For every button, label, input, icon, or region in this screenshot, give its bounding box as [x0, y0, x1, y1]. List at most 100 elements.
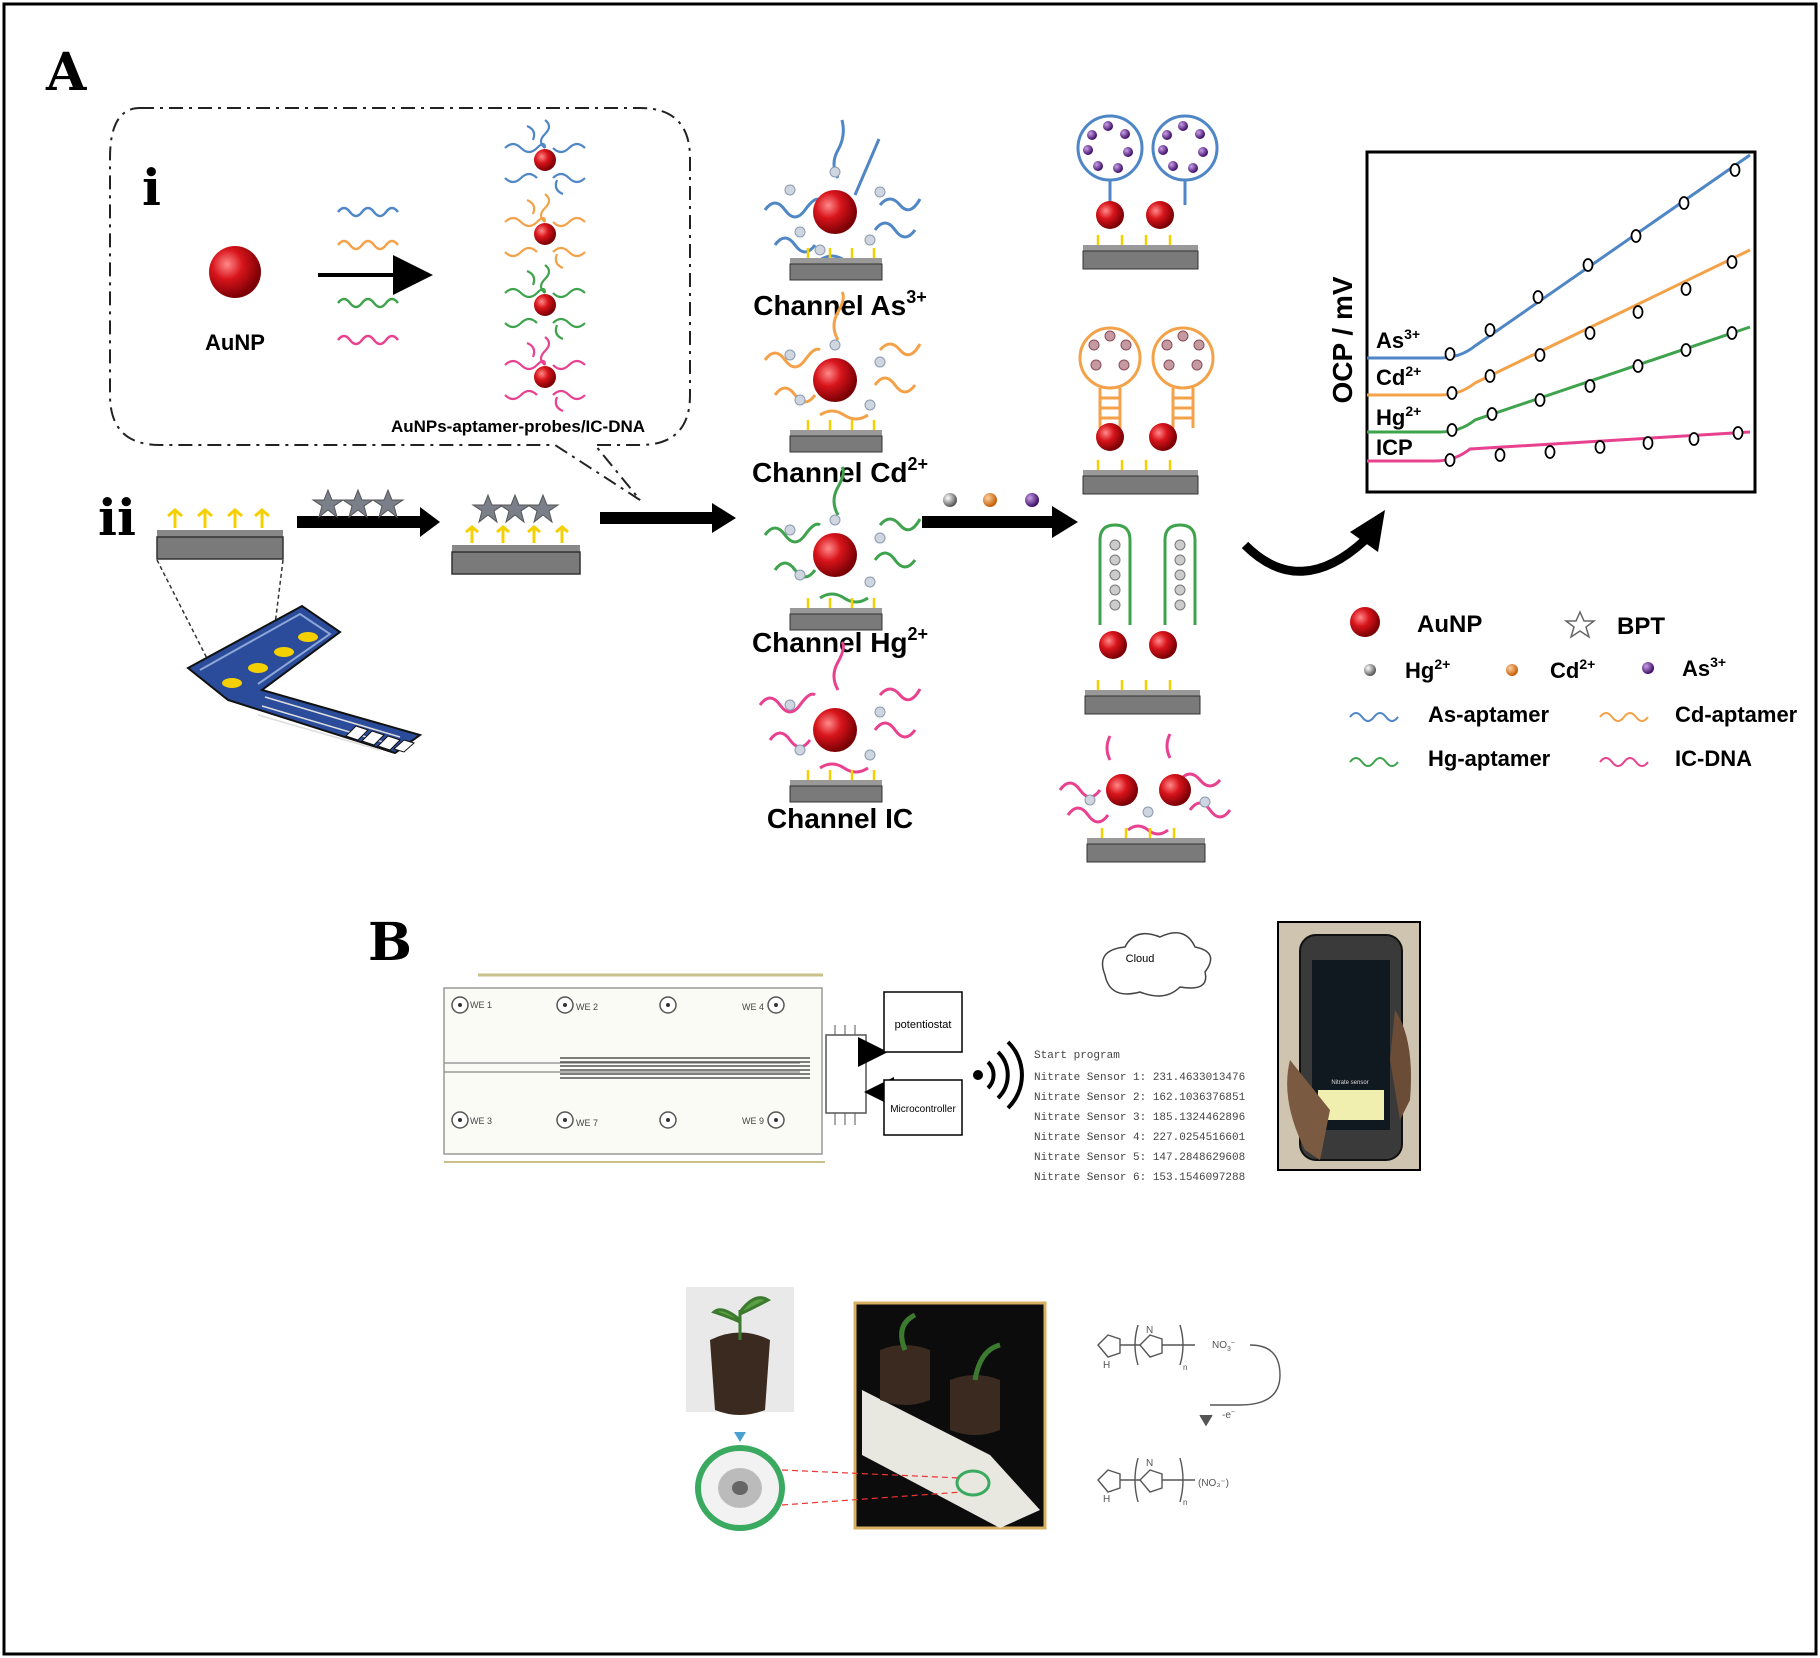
legend-as-aptamer-icon: [1349, 712, 1399, 722]
legend-aunp-icon: [1350, 607, 1380, 637]
curve-hg-point: [1584, 379, 1596, 393]
ocp-graph: OCP / mV As3+Cd2+Hg2+ICP: [1327, 150, 1757, 494]
program-line-1: Nitrate Sensor 1: 231.4633013476: [1034, 1072, 1245, 1084]
response-hg: [1084, 523, 1201, 715]
chem-anion-sup: −: [1231, 1340, 1235, 1347]
sub-label-i: i: [142, 158, 161, 217]
mux-chip: [825, 1025, 867, 1125]
plant-photo: [686, 1287, 794, 1415]
legend-cd: Cd: [1550, 658, 1579, 683]
legend-ic-dna: IC-DNA: [1675, 746, 1752, 771]
channel-ic: Channel IC: [758, 641, 922, 834]
chem-anion: NO: [1212, 1340, 1227, 1351]
chem-subscript-n-1: n: [1183, 1363, 1187, 1372]
curve-label-hg: Hg2+: [1376, 403, 1421, 430]
phone-photo: Nitrate sensor: [1277, 921, 1421, 1171]
probes-caption: AuNPs-aptamer-probes/IC-DNA: [391, 417, 645, 436]
curve-hg-point: [1534, 393, 1546, 407]
wave-cd: [336, 239, 400, 251]
response-ic: [1058, 733, 1232, 863]
program-line-2: Nitrate Sensor 2: 162.1036376851: [1034, 1092, 1246, 1104]
curve-label-cd: Cd2+: [1376, 363, 1421, 390]
channel-column: Channel As3+: [752, 119, 929, 834]
legend-cd-aptamer-icon: [1599, 712, 1649, 722]
legend-hg-icon: [1364, 664, 1376, 676]
microcontroller-box: [883, 1079, 963, 1136]
legend-as: As: [1682, 656, 1710, 681]
curve-hg-point: [1486, 407, 1498, 421]
chem-counterion: (NO₃⁻): [1198, 1478, 1229, 1489]
sensor-chip: [156, 559, 423, 755]
channel-cd: Channel Cd2+: [752, 291, 929, 488]
chemistry-labels: H N n NO3− -e− H N n (NO₃⁻): [1103, 1325, 1235, 1507]
panel-b-label: B: [368, 912, 412, 973]
curve-as-point: [1729, 163, 1741, 177]
chem-anion-sub: 3: [1227, 1346, 1231, 1353]
panel-a: A i AuNP: [45, 42, 1798, 863]
legend-hg-aptamer-icon: [1349, 757, 1399, 767]
curve-as-point: [1582, 258, 1594, 272]
curve-icp-point: [1594, 440, 1606, 454]
curve-cd-point: [1726, 255, 1738, 269]
aunp-sphere: [209, 246, 261, 298]
curve-cd-point: [1584, 326, 1596, 340]
curve-cd: [1367, 248, 1751, 397]
program-line-3: Nitrate Sensor 3: 185.1324462896: [1034, 1112, 1245, 1124]
curve-cd-point: [1680, 282, 1692, 296]
curve-icp-point: [1688, 432, 1700, 446]
curve-icp-point: [1494, 448, 1506, 462]
program-line-6: Nitrate Sensor 6: 153.1546097288: [1034, 1172, 1245, 1184]
probe-as: [504, 119, 586, 196]
graph-ylabel: OCP / mV: [1327, 276, 1358, 403]
curve-hg-point: [1446, 423, 1458, 437]
curve-cd-point: [1534, 348, 1546, 362]
we-label-2: WE 2: [576, 1002, 598, 1012]
potentiostat-label: potentiostat: [895, 1019, 952, 1031]
electrode-closeup: [695, 1432, 785, 1531]
channel-as-sup: 3+: [906, 287, 927, 307]
probe-ic: [504, 336, 586, 413]
curved-arrow-head: [1350, 510, 1385, 552]
legend-aunp: AuNP: [1417, 611, 1482, 638]
callout-box: [109, 107, 691, 501]
channel-cd-sup: 2+: [908, 454, 929, 474]
curve-icp-point: [1544, 445, 1556, 459]
curve-icp-point: [1642, 436, 1654, 450]
program-line-0: Start program: [1034, 1050, 1120, 1062]
program-line-5: Nitrate Sensor 5: 147.2848629608: [1034, 1152, 1245, 1164]
arrow-ii-2-head: [712, 503, 736, 533]
channel-hg-sup: 2+: [908, 624, 929, 644]
arrow-ii-1-head: [420, 507, 440, 537]
response-cd: [1078, 326, 1215, 495]
channel-as-label: Channel As: [753, 290, 906, 321]
electrode-bpt: [451, 493, 581, 575]
microcontroller-label: Microcontroller: [890, 1104, 956, 1115]
chem-electron: -e: [1222, 1410, 1231, 1421]
probe-hg: [504, 264, 586, 341]
curve-as-point: [1678, 196, 1690, 210]
we-label-1: WE 1: [470, 1000, 492, 1010]
curve-hg-point: [1680, 343, 1692, 357]
channel-hg-label: Channel Hg: [752, 627, 908, 658]
probe-clusters: [504, 119, 586, 413]
legend-cd-sup: 2+: [1579, 656, 1595, 672]
svg-text:NO3−: NO3−: [1212, 1340, 1235, 1353]
svg-text:As3+: As3+: [1682, 654, 1726, 681]
electrode-bare: [156, 508, 284, 560]
curve-hg-point: [1632, 359, 1644, 373]
svg-text:-e−: -e−: [1222, 1409, 1235, 1421]
chem-nh-2: H: [1103, 1494, 1110, 1505]
legend-bpt-icon: [1563, 610, 1597, 639]
potentiostat-box: [883, 991, 963, 1053]
we-label-7: WE 7: [576, 1118, 598, 1128]
channel-hg: Channel Hg2+: [752, 466, 928, 658]
curve-as-point: [1484, 323, 1496, 337]
svg-text:Channel Hg2+: Channel Hg2+: [752, 624, 928, 658]
svg-text:Cd2+: Cd2+: [1550, 656, 1595, 683]
legend: AuNP BPT Hg2+ Cd2+ As3+ As-aptamer Cd-ap…: [1349, 607, 1798, 771]
channel-cd-label: Channel Cd: [752, 457, 908, 488]
curved-arrow: [1241, 536, 1369, 576]
ion-addition: [922, 493, 1078, 538]
we-label-9: WE 9: [742, 1116, 764, 1126]
